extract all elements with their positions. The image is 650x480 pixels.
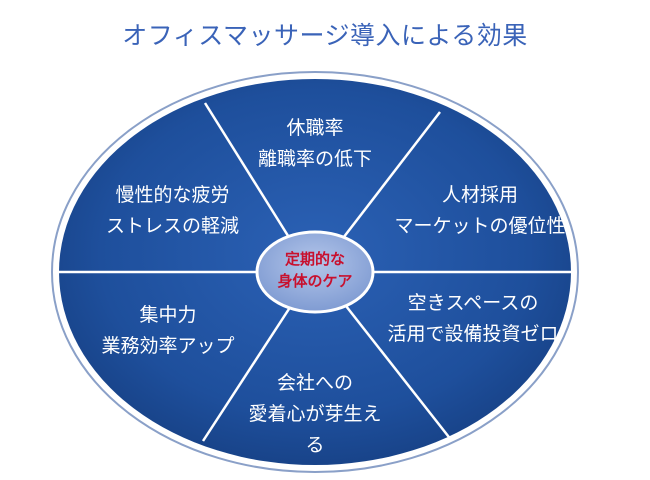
center-label-line2: 身体のケア (277, 272, 353, 290)
segment-attachment-line1: 会社への (276, 372, 353, 394)
diagram-title: オフィスマッサージ導入による効果 (122, 21, 528, 50)
segment-space-usage-line2: 活用で設備投資ゼロ (387, 323, 559, 345)
segment-turnover-line1: 休職率 (286, 117, 344, 139)
segment-focus-line1: 集中力 (139, 304, 197, 326)
segment-turnover: 休職率 離職率の低下 (245, 113, 385, 175)
center-label: 定期的な 身体のケア (265, 248, 365, 292)
segment-recruiting-line2: マーケットの優位性 (394, 215, 566, 237)
segment-recruiting: 人材採用 マーケットの優位性 (390, 180, 570, 242)
divider-bottom-left (201, 291, 302, 442)
center-hub (255, 230, 375, 314)
divider-top-right (329, 111, 441, 256)
segment-fatigue-line2: ストレスの軽減 (105, 215, 239, 237)
segment-attachment: 会社への 愛着心が芽生え る (240, 368, 390, 461)
segment-space-usage-line1: 空きスペースの (407, 292, 539, 314)
segment-focus-line2: 業務効率アップ (101, 335, 235, 357)
segment-turnover-line2: 離職率の低下 (257, 148, 372, 170)
segment-focus: 集中力 業務効率アップ (78, 300, 258, 362)
center-label-line1: 定期的な (284, 250, 345, 268)
segment-space-usage: 空きスペースの 活用で設備投資ゼロ (378, 288, 568, 350)
segment-dividers (59, 102, 571, 442)
segment-attachment-line3: る (305, 434, 325, 456)
segment-fatigue-line1: 慢性的な疲労 (115, 184, 230, 206)
divider-bottom-right (334, 291, 453, 442)
segment-recruiting-line1: 人材採用 (441, 184, 518, 206)
segment-attachment-line2: 愛着心が芽生え (248, 403, 382, 425)
segment-fatigue: 慢性的な疲労 ストレスの軽減 (85, 180, 260, 242)
divider-top-left (203, 102, 302, 256)
